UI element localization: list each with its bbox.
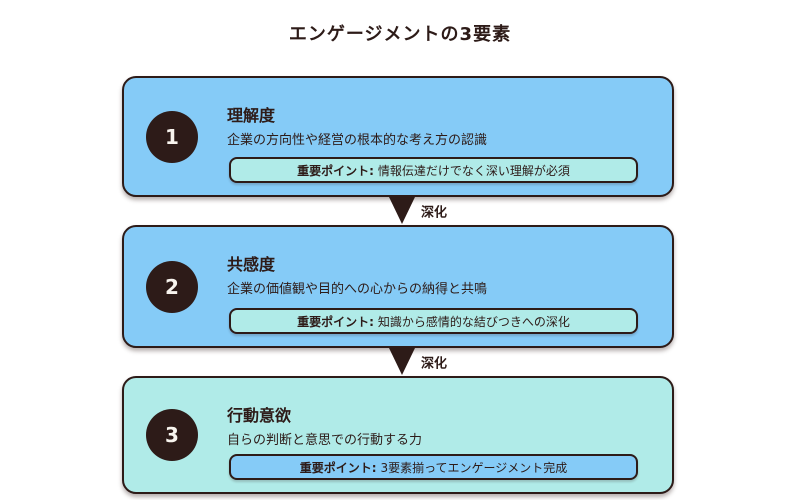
card-description: 企業の価値観や目的への心からの納得と共鳴 (227, 282, 488, 297)
arrow-down-icon (389, 197, 415, 224)
key-point-text: 情報伝達だけでなく深い理解が必須 (377, 163, 570, 178)
key-point-label: 重要ポイント: (297, 314, 374, 329)
page-title: エンゲージメントの3要素 (288, 24, 512, 45)
card-understanding: 1 理解度 企業の方向性や経営の根本的な考え方の認識 重要ポイント: 情報伝達だ… (122, 76, 674, 197)
key-point-box: 重要ポイント: 情報伝達だけでなく深い理解が必須 (229, 157, 638, 183)
key-point-text: 3要素揃ってエンゲージメント完成 (380, 460, 568, 475)
card-empathy: 2 共感度 企業の価値観や目的への心からの納得と共鳴 重要ポイント: 知識から感… (122, 225, 674, 348)
step-number-badge: 2 (146, 260, 198, 313)
key-point-label: 重要ポイント: (297, 163, 374, 178)
card-title: 共感度 (227, 255, 276, 274)
step-number: 1 (165, 124, 179, 149)
card-title: 理解度 (227, 106, 276, 125)
key-point-label: 重要ポイント: (299, 460, 377, 475)
step-number: 3 (165, 423, 179, 447)
connector-label: 深化 (421, 205, 448, 221)
connector: 深化 (122, 348, 674, 376)
arrow-down-icon (389, 348, 415, 375)
card-description: 企業の方向性や経営の根本的な考え方の認識 (227, 133, 488, 148)
key-point-text: 知識から感情的な結びつきへの深化 (377, 314, 570, 329)
cards-stack: 1 理解度 企業の方向性や経営の根本的な考え方の認識 重要ポイント: 情報伝達だ… (122, 76, 674, 494)
card-motivation: 3 行動意欲 自らの判断と意思での行動する力 重要ポイント: 3要素揃ってエンゲ… (122, 376, 674, 494)
step-number-badge: 1 (146, 110, 198, 163)
connector: 深化 (122, 197, 674, 225)
key-point-box: 重要ポイント: 知識から感情的な結びつきへの深化 (229, 308, 638, 334)
connector-label: 深化 (421, 356, 448, 372)
step-number-badge: 3 (146, 409, 198, 461)
card-description: 自らの判断と意思での行動する力 (227, 433, 423, 448)
step-number: 2 (165, 274, 179, 299)
key-point-box: 重要ポイント: 3要素揃ってエンゲージメント完成 (229, 454, 638, 480)
card-title: 行動意欲 (227, 406, 292, 425)
